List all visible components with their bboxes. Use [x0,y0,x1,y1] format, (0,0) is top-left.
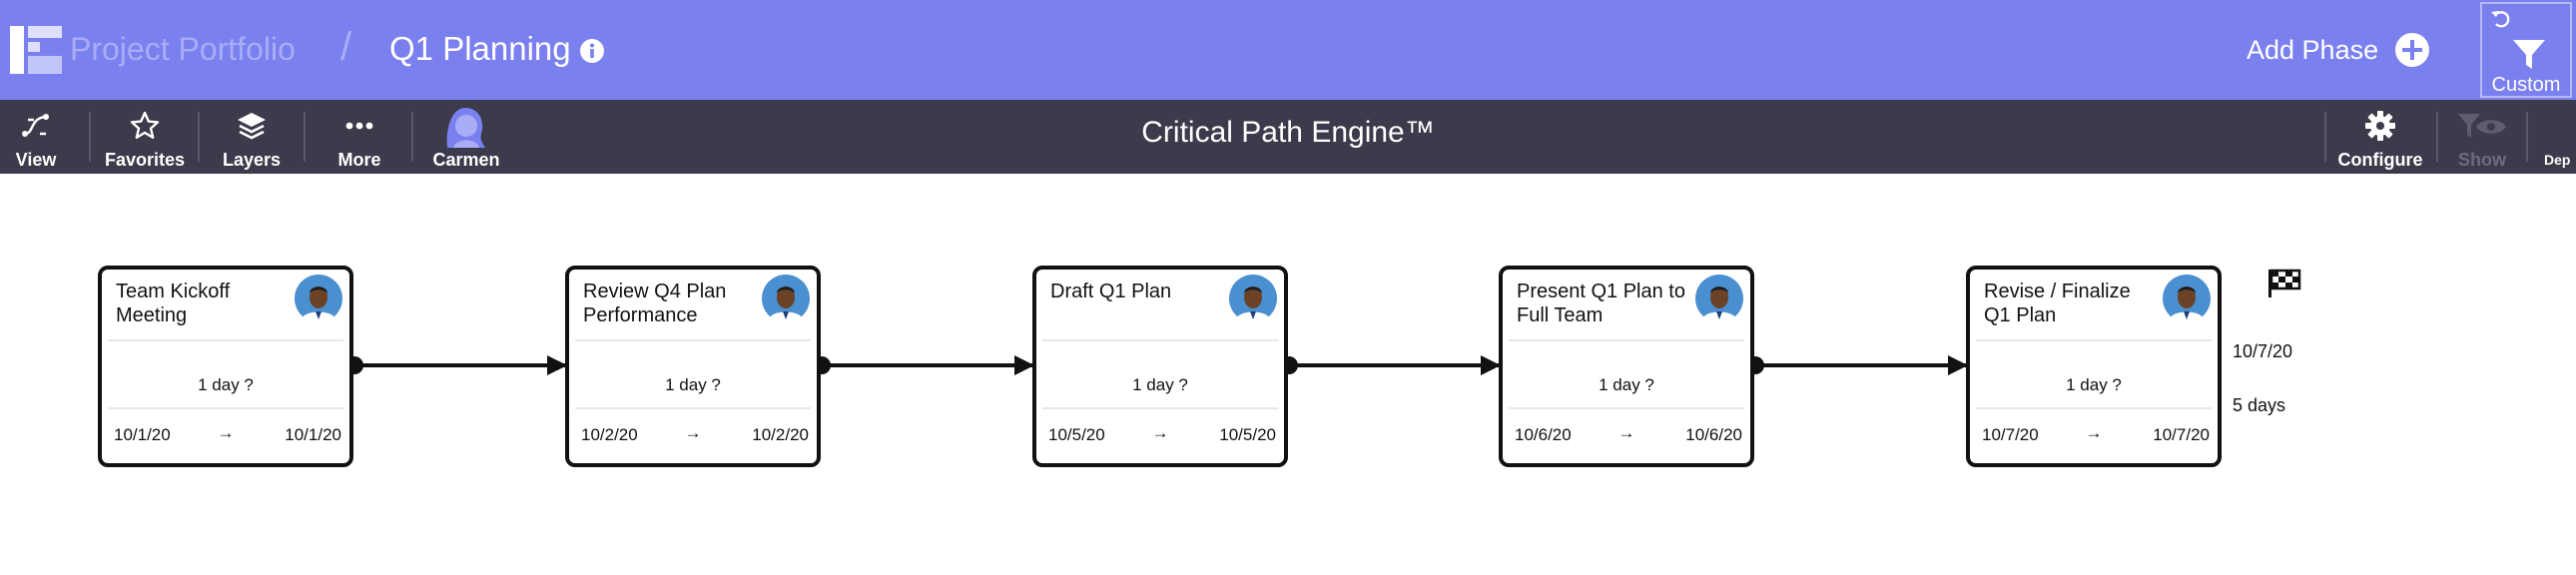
assignee-avatar-icon[interactable] [761,274,811,323]
card-divider [575,339,811,341]
toolbar-divider [89,112,91,162]
phase-title: Team Kickoff Meeting [116,281,231,326]
gear-icon [2365,111,2395,141]
add-phase-label: Add Phase [2247,34,2379,65]
layers-icon [238,113,266,140]
filter-eye-icon [2458,114,2506,138]
phase-duration: 1 day ? [1599,375,1654,394]
finish-date: 10/7/20 [2233,341,2293,361]
toolbar-divider [2436,112,2438,162]
phase-title: Draft Q1 Plan [1050,281,1172,302]
configure-label: Configure [2337,150,2423,170]
view-button[interactable]: View [8,100,64,174]
star-icon [130,111,160,139]
card-divider [1042,407,1278,409]
reset-icon[interactable] [2490,8,2512,30]
card-divider [1042,339,1278,341]
phase-duration: 1 day ? [665,375,721,394]
assignee-avatar-icon[interactable] [1228,274,1278,323]
phase-end-date: 10/5/20 [1219,425,1276,444]
dependencies-button[interactable]: Dep [2532,100,2576,174]
card-divider [1509,407,1744,409]
layers-label: Layers [222,150,282,170]
custom-filter-label: Custom [2491,74,2561,96]
more-label: More [337,150,381,170]
phase-end-date: 10/6/20 [1685,425,1742,444]
toolbar-divider [198,112,200,162]
arrow-right-icon: → [684,423,702,442]
link-4-5[interactable] [1746,355,1968,375]
phase-duration: 1 day ? [1132,375,1188,394]
favorites-button[interactable]: Favorites [100,100,190,174]
toolbar-divider [2526,112,2528,162]
phase-start-date: 10/1/20 [114,425,171,444]
phase-duration: 1 day ? [198,375,254,394]
card-divider [1976,407,2212,409]
finish-flag-icon [2268,269,2301,297]
phase-end-date: 10/7/20 [2153,425,2210,444]
arrow-right-icon: → [1151,423,1169,442]
phase-end-date: 10/1/20 [285,425,341,444]
page-title: Q1 Planning [389,30,571,67]
card-divider [1509,339,1744,341]
user-menu-button[interactable]: Carmen [425,100,507,174]
assignee-avatar-icon[interactable] [294,274,343,323]
link-1-2[interactable] [345,355,567,375]
phase-start-date: 10/2/20 [581,425,638,444]
phase-title: Present Q1 Plan to Full Team [1517,281,1685,326]
assignee-avatar-icon[interactable] [1694,274,1744,323]
link-3-4[interactable] [1280,355,1501,375]
top-bar: Project Portfolio / Q1 Planning Add Phas… [0,0,2576,100]
path-view-icon [22,114,49,137]
phase-card[interactable]: Present Q1 Plan to Full Team 1 day ? 10/… [1499,266,1754,467]
phase-title: Review Q4 Plan Performance [583,281,727,326]
info-icon[interactable] [579,38,605,64]
phase-card[interactable]: Team Kickoff Meeting 1 day ? 10/1/20 → 1… [98,266,353,467]
toolbar-divider [2324,112,2326,162]
phase-title: Revise / Finalize Q1 Plan [1984,281,2131,326]
total-duration: 5 days [2233,395,2286,415]
custom-filter-button[interactable]: Custom [2480,2,2572,98]
arrow-right-icon: → [2085,423,2103,442]
link-2-3[interactable] [813,355,1034,375]
filter-icon [2513,40,2545,69]
user-name-label: Carmen [432,150,500,170]
breadcrumb-separator: / [340,25,352,69]
card-divider [108,339,343,341]
phase-duration: 1 day ? [2066,375,2122,394]
breadcrumb-root-link[interactable]: Project Portfolio [70,31,296,67]
phase-start-date: 10/5/20 [1048,425,1105,444]
phase-card[interactable]: Review Q4 Plan Performance 1 day ? 10/2/… [565,266,821,467]
card-divider [108,407,343,409]
user-avatar-icon [446,108,485,148]
more-button[interactable]: More [320,100,399,174]
arrow-right-icon: → [217,423,235,442]
card-divider [575,407,811,409]
toolbar-divider [411,112,413,162]
card-divider [1976,339,2212,341]
view-label: View [15,150,57,170]
favorites-label: Favorites [104,150,186,170]
show-label: Show [2458,150,2506,170]
configure-button[interactable]: Configure [2332,100,2428,174]
critical-path-canvas: Team Kickoff Meeting 1 day ? 10/1/20 → 1… [0,174,2576,575]
main-toolbar: View Favorites Layers More Carmen [0,100,2576,174]
app-logo-icon[interactable] [10,26,62,74]
phase-card[interactable]: Revise / Finalize Q1 Plan 1 day ? 10/7/2… [1966,266,2222,467]
toolbar-divider [304,112,306,162]
dependencies-label: Dep [2544,152,2571,168]
arrow-right-icon: → [1617,423,1635,442]
assignee-avatar-icon[interactable] [2162,274,2212,323]
more-dots-icon [345,122,373,130]
layers-button[interactable]: Layers [212,100,292,174]
phase-start-date: 10/6/20 [1515,425,1572,444]
add-phase-button[interactable]: Add Phase [2247,26,2430,74]
show-button[interactable]: Show [2444,100,2520,174]
phase-card[interactable]: Draft Q1 Plan 1 day ? 10/5/20 → 10/5/20 [1032,266,1288,467]
phase-start-date: 10/7/20 [1982,425,2039,444]
phase-end-date: 10/2/20 [752,425,809,444]
plus-circle-icon [2395,33,2430,67]
